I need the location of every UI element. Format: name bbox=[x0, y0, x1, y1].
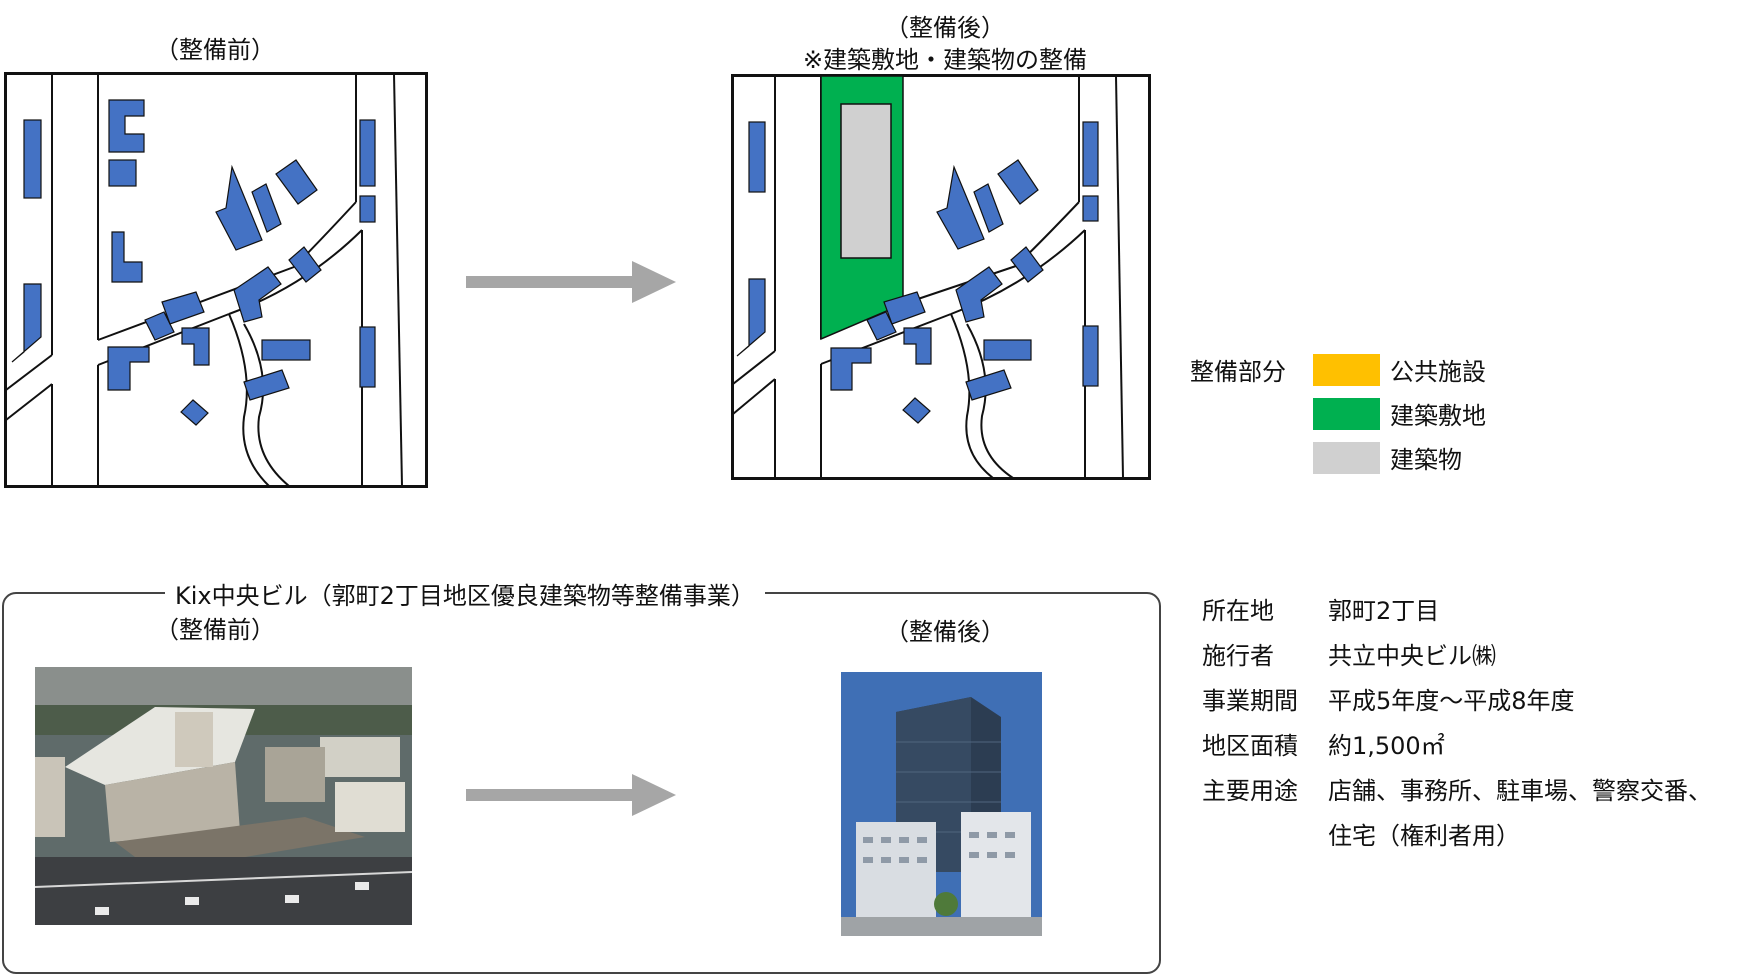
after-map-label: （整備後） bbox=[885, 14, 1005, 42]
legend-label: 建築敷地 bbox=[1390, 402, 1486, 430]
before-photo bbox=[35, 667, 412, 925]
arrow-right-photo bbox=[466, 772, 676, 818]
info-row-operator: 施行者 共立中央ビル㈱ bbox=[1202, 636, 1496, 671]
legend-item-building: 建築物 bbox=[1313, 440, 1462, 475]
before-photo-label: （整備前） bbox=[155, 616, 275, 644]
info-key: 地区面積 bbox=[1202, 732, 1298, 760]
legend-title: 整備部分 bbox=[1190, 358, 1286, 386]
info-value: 店舗、事務所、駐車場、警察交番、 bbox=[1328, 777, 1712, 805]
project-title: Kix中央ビル（郭町2丁目地区優良建築物等整備事業） bbox=[165, 576, 765, 611]
legend-swatch-yellow bbox=[1313, 353, 1380, 386]
before-map bbox=[4, 72, 428, 488]
after-photo bbox=[841, 672, 1042, 936]
after-photo-label: （整備後） bbox=[885, 618, 1005, 646]
info-row-usage-cont: 住宅（権利者用） bbox=[1202, 816, 1520, 851]
info-value: 共立中央ビル㈱ bbox=[1328, 642, 1496, 670]
info-value: 約1,500㎡ bbox=[1328, 732, 1445, 760]
info-key: 主要用途 bbox=[1202, 777, 1298, 805]
info-row-usage: 主要用途 店舗、事務所、駐車場、警察交番、 bbox=[1202, 771, 1712, 806]
legend-swatch-gray bbox=[1313, 441, 1380, 474]
info-value: 住宅（権利者用） bbox=[1328, 822, 1520, 850]
new-building-footprint bbox=[840, 103, 892, 259]
info-value: 郭町2丁目 bbox=[1328, 597, 1440, 625]
arrow-right bbox=[466, 259, 676, 305]
info-row-period: 事業期間 平成5年度～平成8年度 bbox=[1202, 681, 1575, 716]
info-key: 事業期間 bbox=[1202, 687, 1298, 715]
after-map-note: ※建築敷地・建築物の整備 bbox=[802, 46, 1088, 74]
legend-item-building-site: 建築敷地 bbox=[1313, 396, 1486, 431]
after-map bbox=[731, 74, 1151, 480]
info-key: 施行者 bbox=[1202, 642, 1274, 670]
info-value: 平成5年度～平成8年度 bbox=[1328, 687, 1575, 715]
info-row-location: 所在地 郭町2丁目 bbox=[1202, 591, 1439, 626]
legend-swatch-green bbox=[1313, 397, 1380, 430]
legend-label: 建築物 bbox=[1390, 446, 1462, 474]
info-key: 所在地 bbox=[1202, 597, 1274, 625]
before-map-label: （整備前） bbox=[155, 36, 275, 64]
info-row-area: 地区面積 約1,500㎡ bbox=[1202, 726, 1445, 761]
legend-item-public-facility: 公共施設 bbox=[1313, 352, 1486, 387]
legend-label: 公共施設 bbox=[1390, 358, 1486, 386]
